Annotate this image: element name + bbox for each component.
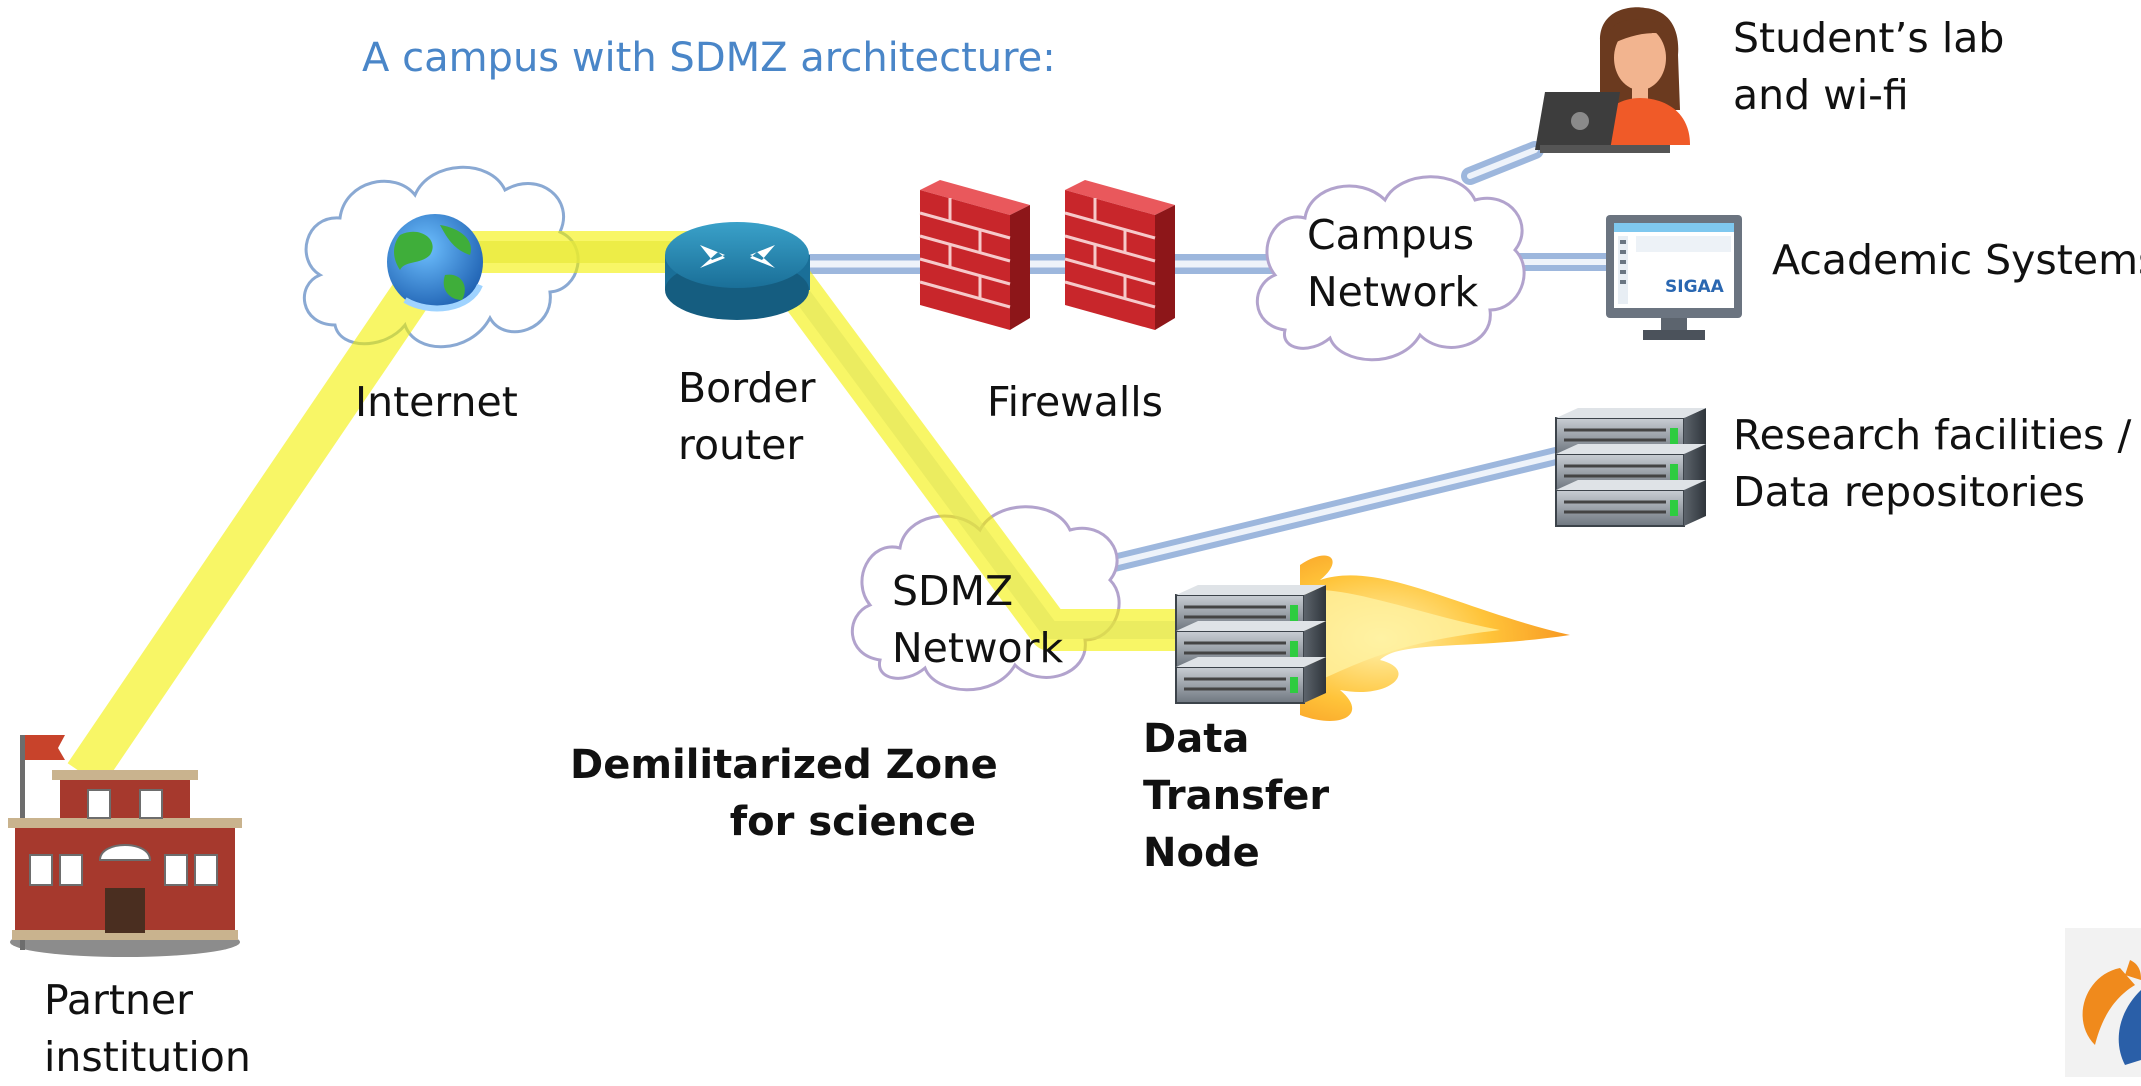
academic-systems-label: Academic Systems (1772, 236, 2141, 284)
border-router-label-line2: router (678, 421, 804, 469)
student-lab-label-line2: and wi-fi (1733, 71, 1909, 119)
student-laptop-icon (1535, 7, 1690, 153)
sdmz-network-label-line1: SDMZ (892, 567, 1014, 615)
dmz-label: Demilitarized Zone for science (570, 737, 998, 851)
router-icon (665, 222, 810, 320)
dtn-server-icon (1174, 583, 1328, 705)
campus-network-label-line1: Campus (1307, 211, 1475, 259)
partner-institution-label-line2: institution (44, 1033, 251, 1081)
border-router-label: Border router (678, 360, 815, 474)
server-rack-icon (1554, 406, 1708, 528)
globe-icon (387, 214, 483, 312)
dtn-label: Data Transfer Node (1143, 711, 1329, 882)
link-campus-student (1461, 141, 1544, 185)
school-building-icon (8, 735, 242, 957)
internet-label: Internet (355, 378, 518, 426)
partner-institution-label: Partner institution (44, 972, 251, 1086)
campus-network-label: Campus Network (1307, 207, 1478, 321)
research-facilities-label-line2: Data repositories (1733, 468, 2085, 516)
dmz-label-line1: Demilitarized Zone (570, 742, 998, 788)
dmz-label-line2: for science (729, 799, 976, 845)
dtn-label-line1: Data (1143, 716, 1250, 762)
dtn-label-line2: Transfer (1143, 773, 1330, 819)
sdmz-network-label-line2: Network (892, 624, 1064, 672)
monitor-brand: SIGAA (1665, 277, 1725, 297)
monitor-icon: SIGAA (1606, 215, 1742, 340)
logo-icon (2065, 928, 2141, 1077)
research-facilities-label-line1: Research facilities / (1733, 411, 2132, 459)
link-sdmz-research (1076, 446, 1569, 579)
campus-network-cloud (1255, 175, 1526, 362)
firewalls-label: Firewalls (987, 378, 1163, 426)
firewall-icon (919, 180, 1175, 330)
research-facilities-label: Research facilities / Data repositories (1733, 407, 2131, 521)
dtn-label-line3: Node (1143, 830, 1260, 876)
diagram-title: A campus with SDMZ architecture: (362, 35, 1056, 81)
partner-institution-label-line1: Partner (44, 976, 194, 1024)
fire-icon (1300, 555, 1570, 721)
sdmz-network-label: SDMZ Network (892, 563, 1063, 677)
border-router-label-line1: Border (678, 364, 816, 412)
student-lab-label: Student’s lab and wi-fi (1733, 10, 2004, 124)
campus-network-label-line2: Network (1307, 268, 1479, 316)
student-lab-label-line1: Student’s lab (1733, 14, 2005, 62)
